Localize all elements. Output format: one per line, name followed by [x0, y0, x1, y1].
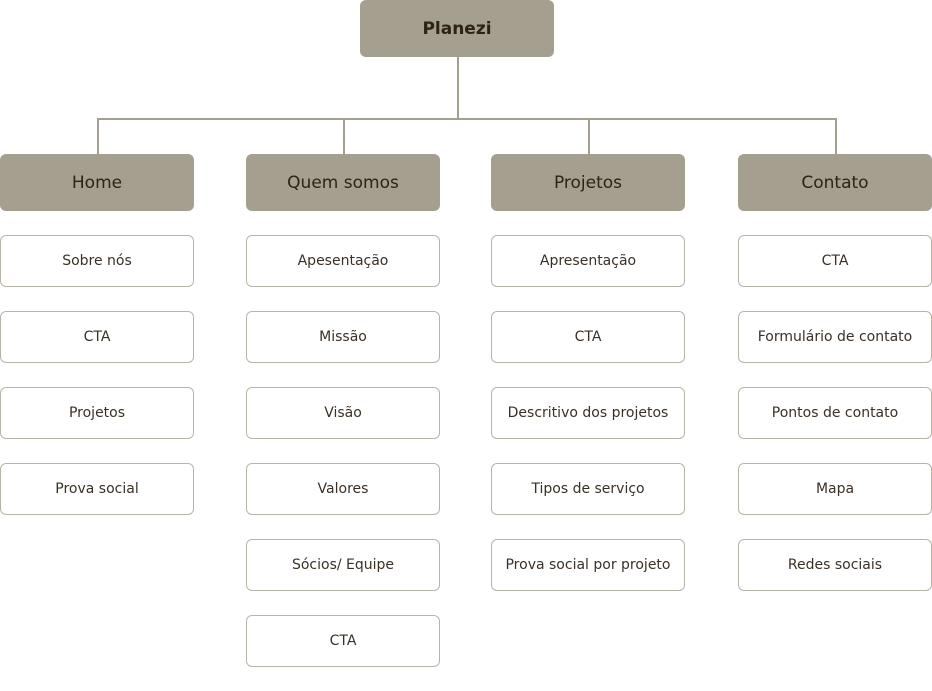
- column-header-label: Projetos: [553, 172, 623, 193]
- branch-drop-contato: [835, 118, 837, 154]
- list-item: Formulário de contato: [738, 311, 932, 363]
- column-contato: Contato CTA Formulário de contato Pontos…: [738, 154, 932, 615]
- item-list: Sobre nós CTA Projetos Prova social: [0, 235, 194, 515]
- list-item: Apesentação: [246, 235, 440, 287]
- list-item: Prova social: [0, 463, 194, 515]
- list-item: Descritivo dos projetos: [491, 387, 685, 439]
- column-home: Home Sobre nós CTA Projetos Prova social: [0, 154, 194, 539]
- list-item: Tipos de serviço: [491, 463, 685, 515]
- column-projetos: Projetos Apresentação CTA Descritivo dos…: [491, 154, 685, 615]
- root-node-label: Planezi: [422, 18, 492, 39]
- root-node: Planezi: [360, 0, 554, 57]
- item-list: CTA Formulário de contato Pontos de cont…: [738, 235, 932, 591]
- list-item: CTA: [491, 311, 685, 363]
- item-list: Apesentação Missão Visão Valores Sócios/…: [246, 235, 440, 667]
- horizontal-branch-line: [97, 118, 837, 120]
- root-stem-line: [457, 57, 459, 119]
- list-item: CTA: [246, 615, 440, 667]
- column-header-label: Contato: [801, 172, 869, 193]
- item-list: Apresentação CTA Descritivo dos projetos…: [491, 235, 685, 591]
- list-item: Projetos: [0, 387, 194, 439]
- list-item: Missão: [246, 311, 440, 363]
- list-item: Sócios/ Equipe: [246, 539, 440, 591]
- list-item: Prova social por projeto: [491, 539, 685, 591]
- list-item: Apresentação: [491, 235, 685, 287]
- column-header-quem-somos: Quem somos: [246, 154, 440, 211]
- column-header-contato: Contato: [738, 154, 932, 211]
- column-quem-somos: Quem somos Apesentação Missão Visão Valo…: [246, 154, 440, 691]
- list-item: Mapa: [738, 463, 932, 515]
- list-item: Visão: [246, 387, 440, 439]
- branch-drop-home: [97, 118, 99, 154]
- column-header-label: Home: [71, 172, 123, 193]
- list-item: Pontos de contato: [738, 387, 932, 439]
- list-item: Valores: [246, 463, 440, 515]
- column-header-label: Quem somos: [287, 172, 399, 193]
- list-item: CTA: [738, 235, 932, 287]
- column-header-home: Home: [0, 154, 194, 211]
- list-item: Sobre nós: [0, 235, 194, 287]
- list-item: Redes sociais: [738, 539, 932, 591]
- list-item: CTA: [0, 311, 194, 363]
- branch-drop-quem-somos: [343, 118, 345, 154]
- branch-drop-projetos: [588, 118, 590, 154]
- column-header-projetos: Projetos: [491, 154, 685, 211]
